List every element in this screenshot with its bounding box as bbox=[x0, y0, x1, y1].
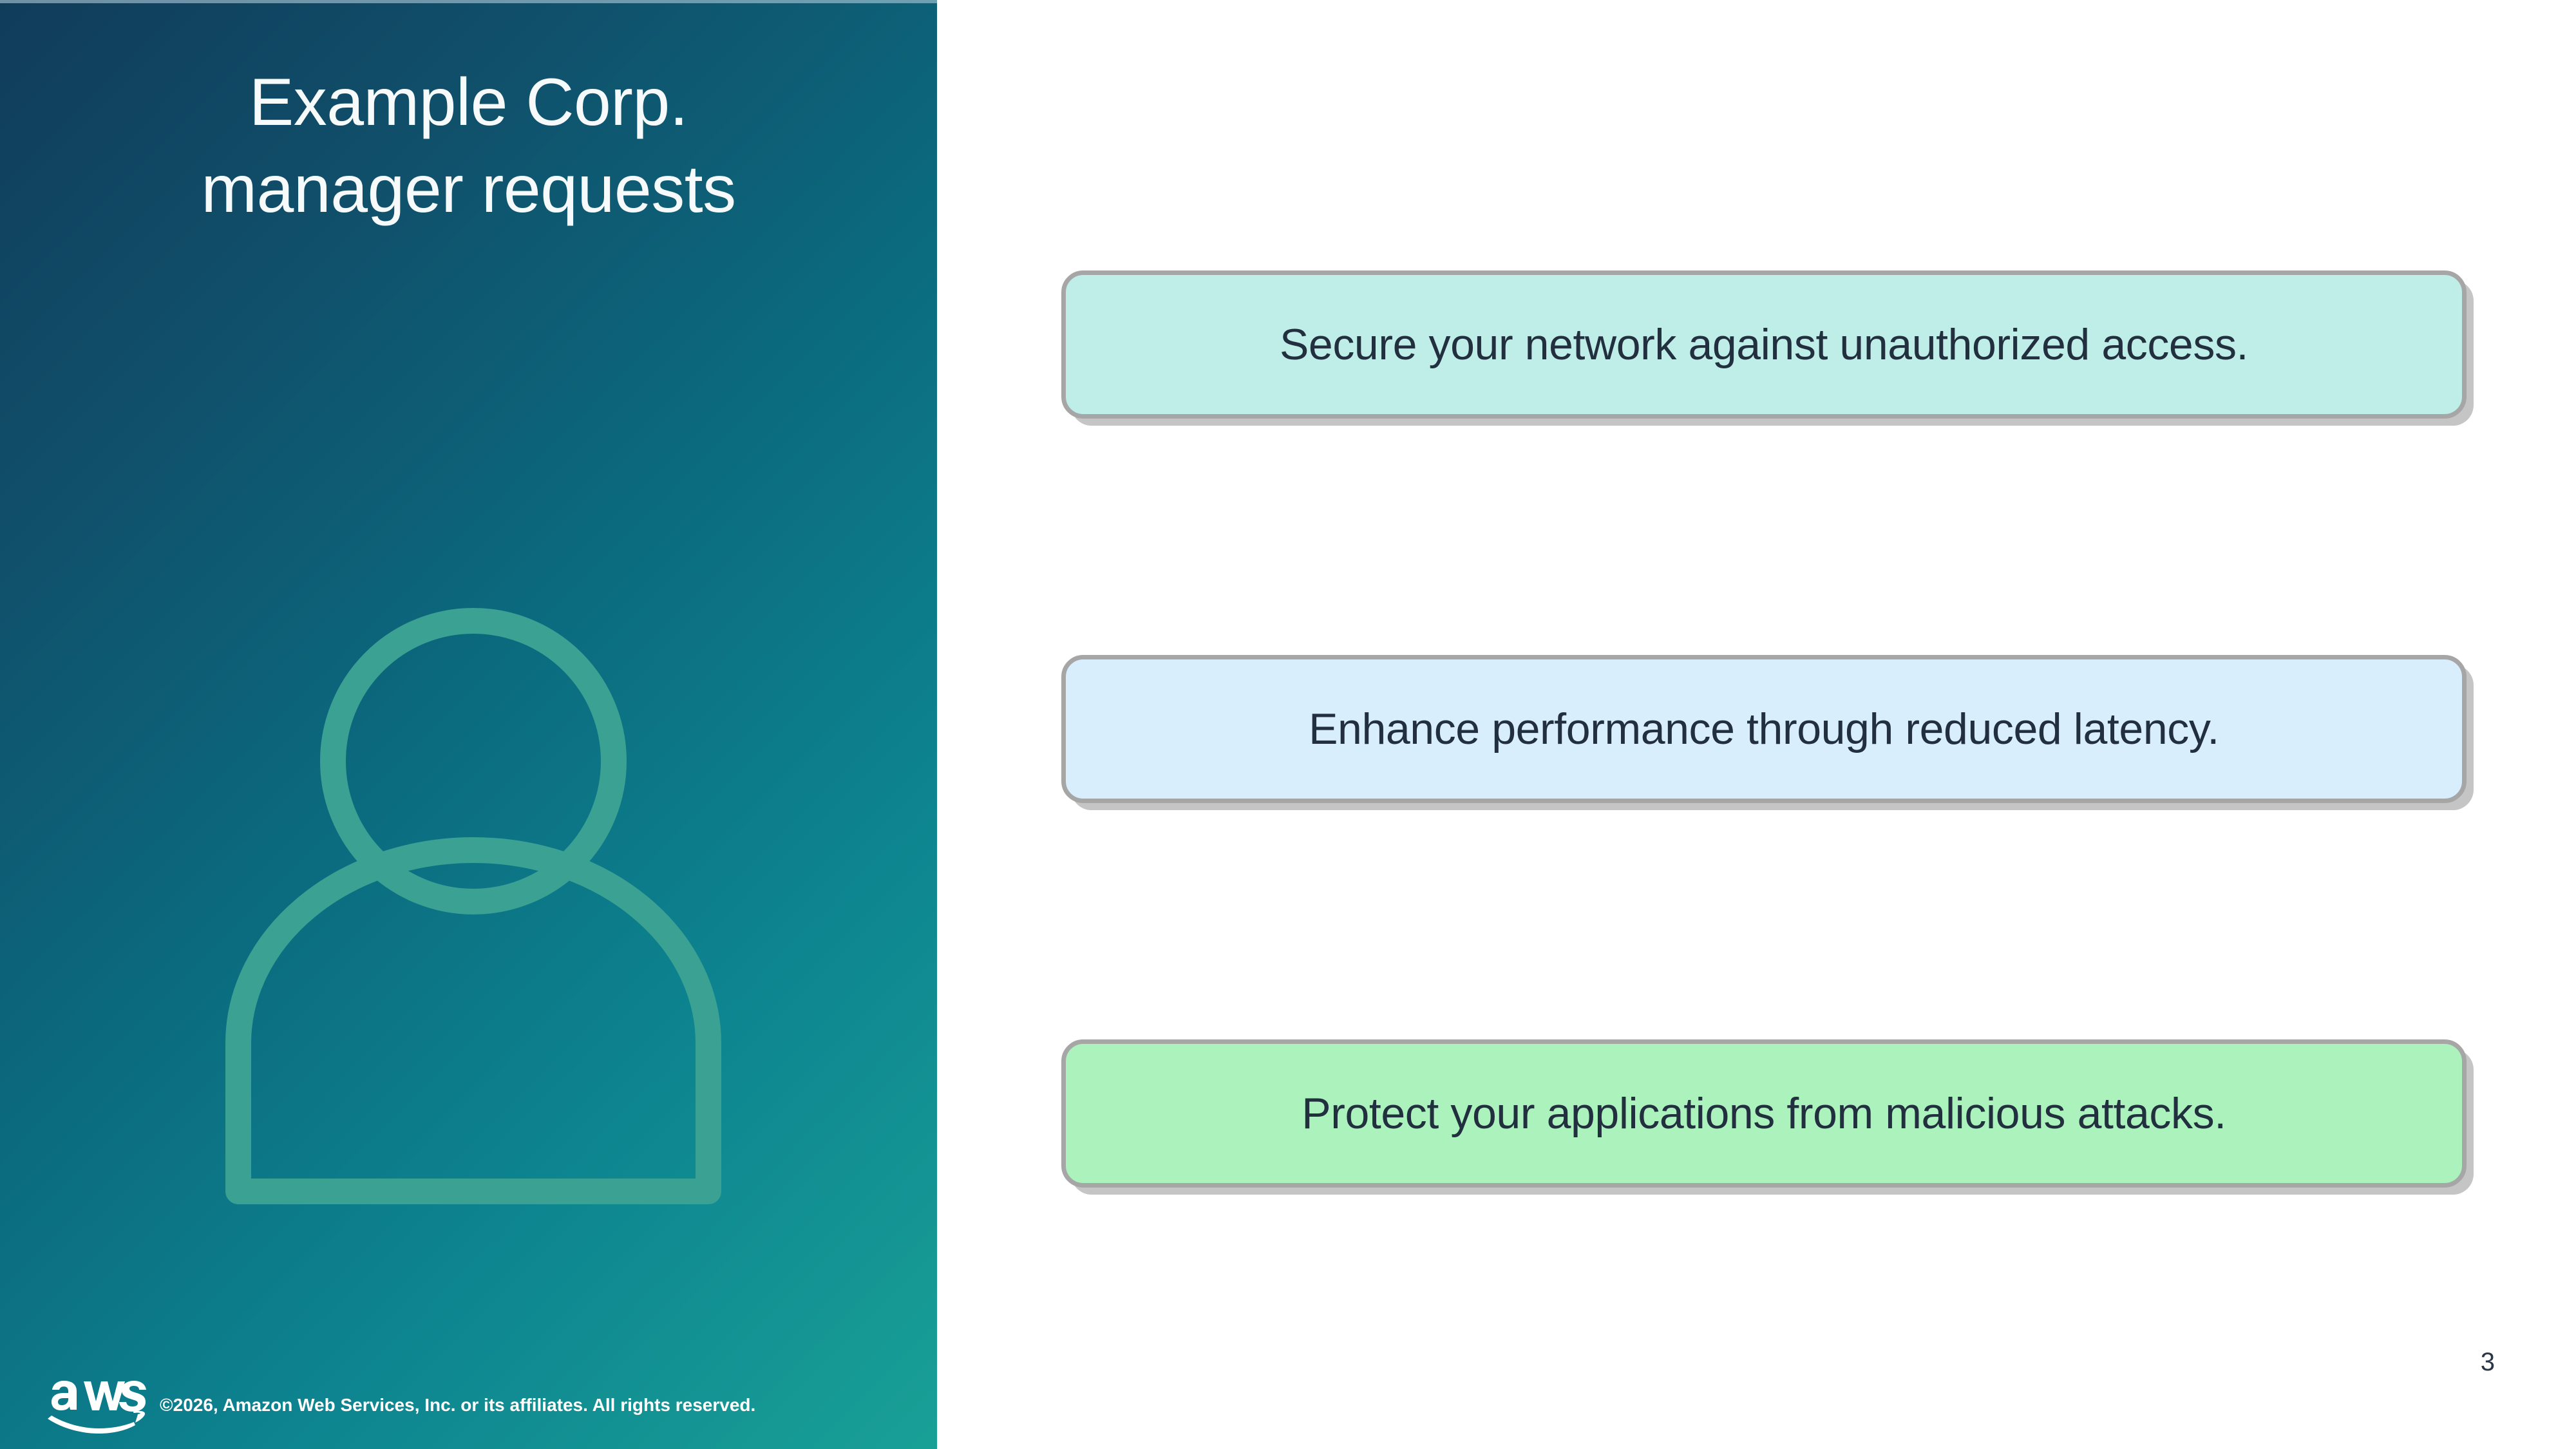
aws-logo bbox=[44, 1358, 147, 1435]
copyright-text: ©2026, Amazon Web Services, Inc. or its … bbox=[160, 1395, 756, 1415]
callout-box-2[interactable]: Enhance performance through reduced late… bbox=[1061, 655, 2467, 803]
callout-box-3[interactable]: Protect your applications from malicious… bbox=[1061, 1039, 2467, 1188]
callout-list: Secure your network against unauthorized… bbox=[1061, 0, 2472, 1449]
callout-text-2: Enhance performance through reduced late… bbox=[1309, 704, 2219, 753]
callout-box-1[interactable]: Secure your network against unauthorized… bbox=[1061, 270, 2467, 419]
panel-top-highlight-line bbox=[0, 0, 937, 3]
page-title: Example Corp. manager requests bbox=[201, 65, 736, 227]
left-gradient-panel: Example Corp. manager requests bbox=[0, 0, 937, 1449]
person-avatar-icon bbox=[219, 592, 728, 1204]
callout-text-1: Secure your network against unauthorized… bbox=[1279, 319, 2249, 369]
page-number: 3 bbox=[2480, 1348, 2495, 1376]
callout-text-3: Protect your applications from malicious… bbox=[1302, 1088, 2226, 1138]
